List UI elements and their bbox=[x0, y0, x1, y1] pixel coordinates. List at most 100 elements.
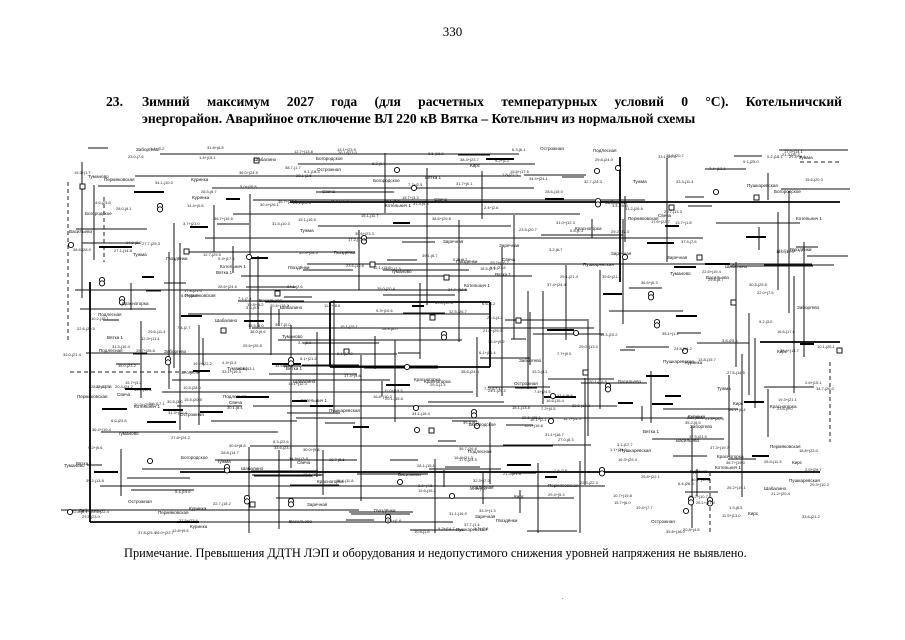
substation-label: Свеча bbox=[502, 257, 516, 262]
substation-label: Васильево bbox=[69, 229, 92, 234]
flow-value: 4.6-j23.8 bbox=[95, 200, 111, 205]
substation-label: Васильево bbox=[398, 472, 421, 477]
flow-value: 10.8-j1.8 bbox=[414, 529, 430, 534]
flow-value: 15.1-j11.7 bbox=[361, 213, 379, 218]
substation-label: Красногорка bbox=[317, 479, 344, 484]
substation-label: Свеча bbox=[229, 400, 243, 405]
flow-value: 26.1+j23.0 bbox=[338, 150, 358, 155]
flow-value: 7.4+j24.5 bbox=[534, 389, 551, 394]
substation-label: Васильево bbox=[676, 438, 699, 443]
flow-value: 19.6-j15.2 bbox=[418, 488, 437, 493]
substation-label: Шабалино bbox=[254, 157, 277, 162]
transformer-symbol bbox=[687, 499, 695, 506]
substation-label: Кирс bbox=[777, 349, 788, 354]
substation-label: Тужма bbox=[633, 179, 647, 184]
flow-value: 21.3-j21.3 bbox=[503, 471, 522, 476]
flow-value: 3.4-j3.0 bbox=[298, 340, 312, 345]
flow-value: 24.1+j6.4 bbox=[729, 407, 746, 412]
flow-value: 7.2+j4.5 bbox=[541, 406, 556, 411]
transformer-symbol bbox=[647, 294, 655, 301]
substation-label: Подлесная bbox=[99, 348, 123, 353]
flow-value: 12.2-j7.3 bbox=[385, 266, 401, 271]
flow-value: 33.0-j14.8 bbox=[572, 403, 591, 408]
flow-value: 19.4+j7.7 bbox=[636, 505, 653, 510]
flow-value: 20.1-j15.8 bbox=[385, 396, 404, 401]
substation-label: Котельнич 1 bbox=[715, 465, 741, 470]
flow-value: 20.1-j16.5 bbox=[589, 379, 608, 384]
substation-label: Шабалино bbox=[215, 318, 238, 323]
flow-value: 20.8-j22.4 bbox=[91, 509, 110, 514]
flow-value: 17.2-j13.8 bbox=[348, 237, 367, 242]
bus-bar bbox=[353, 426, 369, 428]
flow-value: 34.4+j24.1 bbox=[529, 176, 549, 181]
flow-value: 30.0+j5.8 bbox=[303, 447, 320, 452]
flow-value: 35.3+j28.5 bbox=[299, 250, 319, 255]
transformer-symbol bbox=[448, 492, 456, 500]
switch-symbol bbox=[369, 261, 376, 268]
substation-label: Вятка 1 bbox=[495, 272, 512, 277]
substation-label: Подлесная bbox=[223, 394, 247, 399]
transformer-symbol bbox=[681, 347, 689, 355]
transformer-symbol bbox=[156, 206, 164, 213]
flow-value: 18.8+j23.0 bbox=[799, 448, 819, 453]
flow-value: 21.3-j26.2 bbox=[782, 152, 801, 157]
flow-value: 6.6-j23.8 bbox=[111, 418, 127, 423]
scan-speck bbox=[562, 598, 563, 599]
flow-value: 38.6-j24.4 bbox=[461, 369, 480, 374]
flow-value: 12.0-j20.2 bbox=[181, 370, 200, 375]
bus-bar bbox=[486, 158, 514, 160]
flow-value: 30.7-j0.0 bbox=[275, 322, 291, 327]
substation-label: Шабалино bbox=[280, 305, 303, 310]
substation-label: Свеча bbox=[322, 189, 336, 194]
flow-value: 29.2-j17.3 bbox=[611, 229, 630, 234]
substation-label: Пермяковская bbox=[77, 394, 108, 399]
flow-value: 31.3+j15.4 bbox=[168, 410, 188, 415]
bus-bar bbox=[163, 409, 183, 411]
flow-value: 12.8+j9.6 bbox=[172, 528, 189, 533]
substation-label: Куринка bbox=[189, 506, 207, 511]
flow-value: 22.6-j29.5 bbox=[77, 326, 96, 331]
substation-label: Подлесная bbox=[470, 485, 494, 490]
bus-bar bbox=[247, 257, 268, 259]
flow-value: 10.5-j28.0 bbox=[183, 385, 202, 390]
flow-value: 10.1-j13.1 bbox=[237, 366, 256, 371]
flow-value: 24.1-j25.2 bbox=[488, 388, 507, 393]
bus-bar bbox=[244, 320, 264, 322]
substation-label: Заречная bbox=[611, 251, 632, 256]
substation-label: Вятка 1 bbox=[425, 175, 442, 180]
flow-value: 38.8-j28.0 bbox=[73, 247, 92, 252]
substation-label: Заборгево bbox=[519, 358, 542, 363]
flow-value: 16.8+j21.3 bbox=[454, 455, 474, 460]
flow-value: 33.3+j1.3 bbox=[479, 508, 496, 513]
bus-bar bbox=[676, 315, 697, 317]
flow-value: 32.7-j24.3 bbox=[584, 179, 603, 184]
substation-label: Туманово bbox=[670, 271, 691, 276]
flow-value: 29.5-j23.0 bbox=[82, 514, 101, 519]
substation-label: Вятка 1 bbox=[643, 429, 660, 434]
substation-label: Туманово bbox=[118, 431, 139, 436]
flow-value: 39.2-j13.8 bbox=[86, 478, 105, 483]
transformer-symbol bbox=[393, 166, 401, 174]
flow-value: 37.5+j23.6 bbox=[179, 518, 199, 523]
transformer-symbol bbox=[287, 501, 295, 508]
flow-value: 35.1+j1.3 bbox=[662, 331, 679, 336]
substation-label: Шабалино bbox=[293, 379, 316, 384]
flow-value: 12.7-j29.5 bbox=[203, 252, 222, 257]
flow-value: 28.5-j11.3 bbox=[764, 459, 782, 464]
flow-value: 9.1-j18.3 bbox=[304, 169, 320, 174]
flow-value: 9.1-j25.0 bbox=[743, 159, 759, 164]
substation-label: Кирс bbox=[733, 401, 744, 406]
substation-label: Красногорка bbox=[424, 379, 451, 384]
substation-label: Богородское bbox=[85, 211, 112, 216]
flow-value: 21.2+j20.4 bbox=[771, 491, 791, 496]
substation-label: Котельнич 1 bbox=[134, 404, 160, 409]
flow-value: 30.1+j10.8 bbox=[691, 477, 711, 482]
substation-label: Подлесная bbox=[468, 449, 492, 454]
substation-label: Куринка bbox=[685, 360, 703, 365]
flow-value: 27.1-j14.8 bbox=[114, 248, 133, 253]
flow-value: 6.4-j26.3 bbox=[678, 481, 694, 486]
flow-value: 18.1-j13.8 bbox=[512, 405, 531, 410]
flow-value: 32.0-j21.4 bbox=[63, 352, 82, 357]
flow-value: 15.1+j12.3 bbox=[288, 381, 308, 386]
flow-value: 15.5-j20.8 bbox=[184, 397, 203, 402]
